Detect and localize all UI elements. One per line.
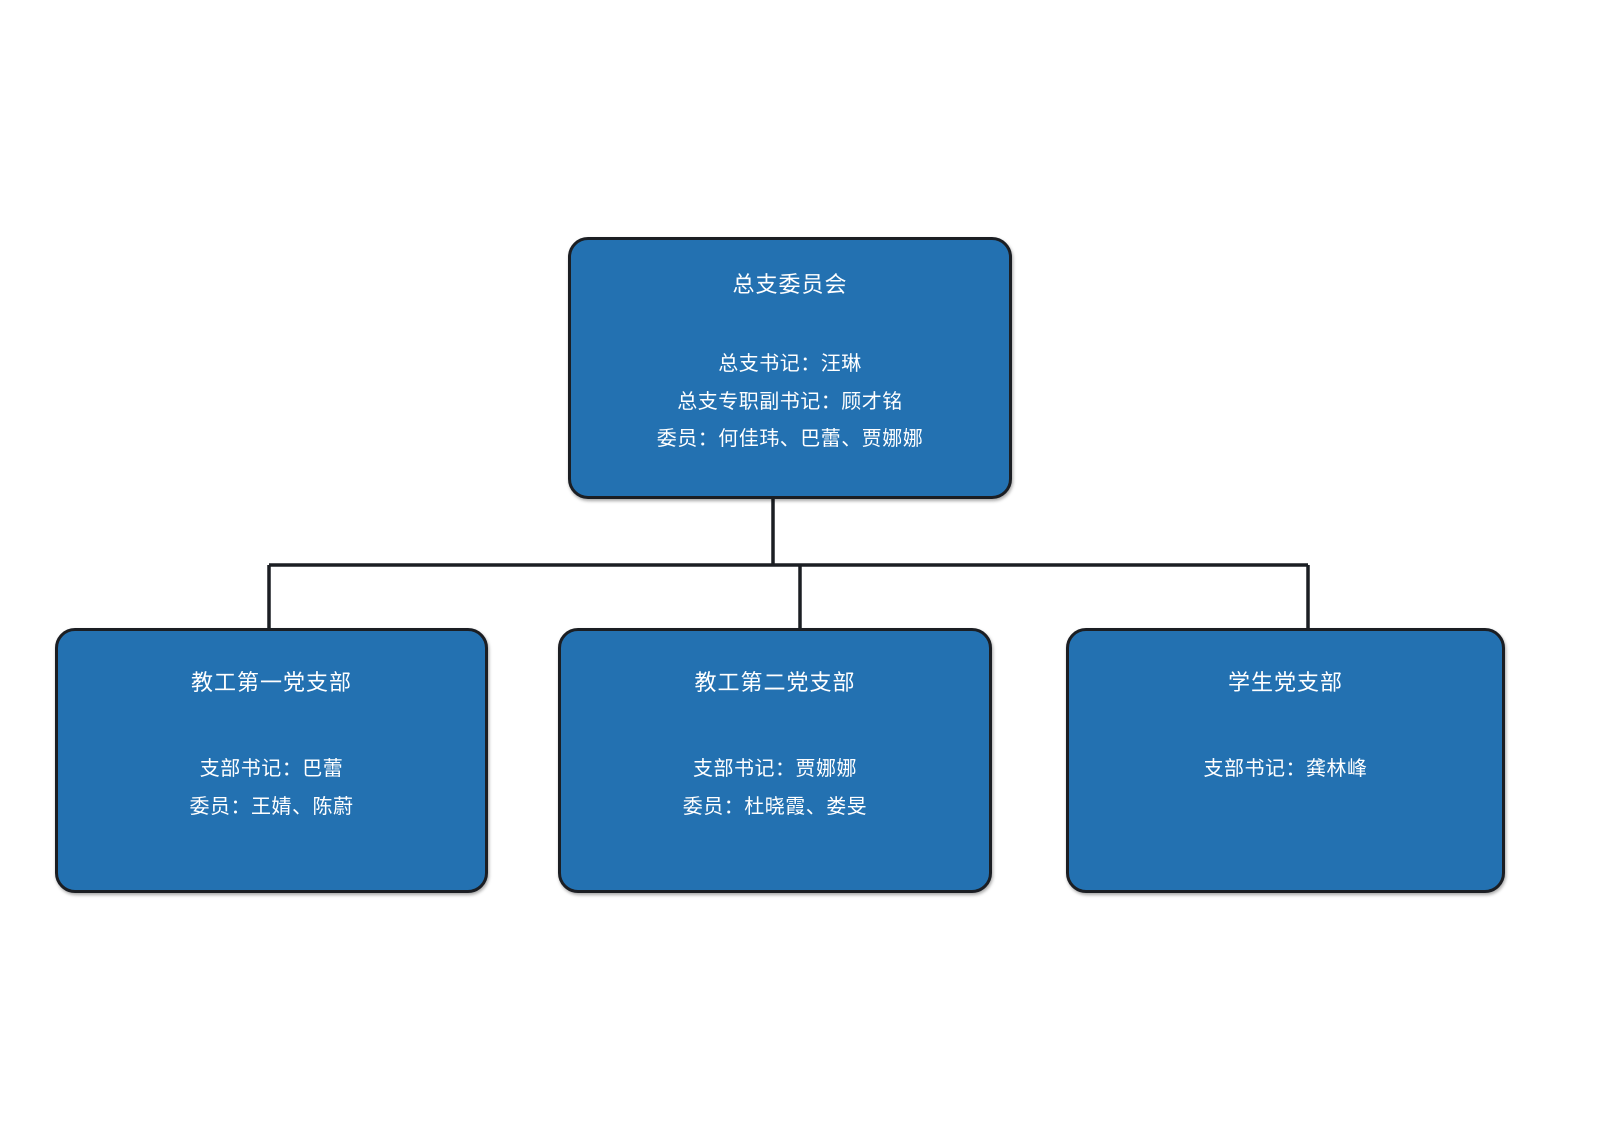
org-box-branch-3: 学生党支部 支部书记：龚林峰 <box>1066 628 1505 893</box>
org-box-branch-1: 教工第一党支部 支部书记：巴蕾 委员：王婧、陈蔚 <box>55 628 488 893</box>
org-box-branch-2: 教工第二党支部 支部书记：贾娜娜 委员：杜晓霞、娄旻 <box>558 628 992 893</box>
org-box-title: 教工第一党支部 <box>190 671 352 696</box>
member-line: 委员：王婧、陈蔚 <box>189 793 354 818</box>
member-line: 支部书记：贾娜娜 <box>693 756 857 780</box>
org-box-members: 支部书记：龚林峰 <box>1069 750 1502 788</box>
member-line: 委员：何佳玮、巴蕾、贾娜娜 <box>656 426 924 450</box>
org-box-members: 总支书记：汪琳 总支专职副书记：顾才铭 委员：何佳玮、巴蕾、贾娜娜 <box>571 345 1009 458</box>
member-line: 委员：杜晓霞、娄旻 <box>682 793 868 818</box>
org-box-members: 支部书记：贾娜娜 委员：杜晓霞、娄旻 <box>561 750 989 825</box>
member-line: 支部书记：巴蕾 <box>199 756 344 780</box>
org-box-title: 总支委员会 <box>732 273 848 298</box>
org-box-root: 总支委员会 总支书记：汪琳 总支专职副书记：顾才铭 委员：何佳玮、巴蕾、贾娜娜 <box>568 237 1012 499</box>
org-box-members: 支部书记：巴蕾 委员：王婧、陈蔚 <box>58 750 485 825</box>
org-box-title: 学生党支部 <box>1227 671 1343 696</box>
member-line: 总支书记：汪琳 <box>718 351 862 375</box>
org-box-title: 教工第二党支部 <box>694 671 856 696</box>
member-line: 支部书记：龚林峰 <box>1203 756 1368 780</box>
member-line: 总支专职副书记：顾才铭 <box>677 388 903 413</box>
